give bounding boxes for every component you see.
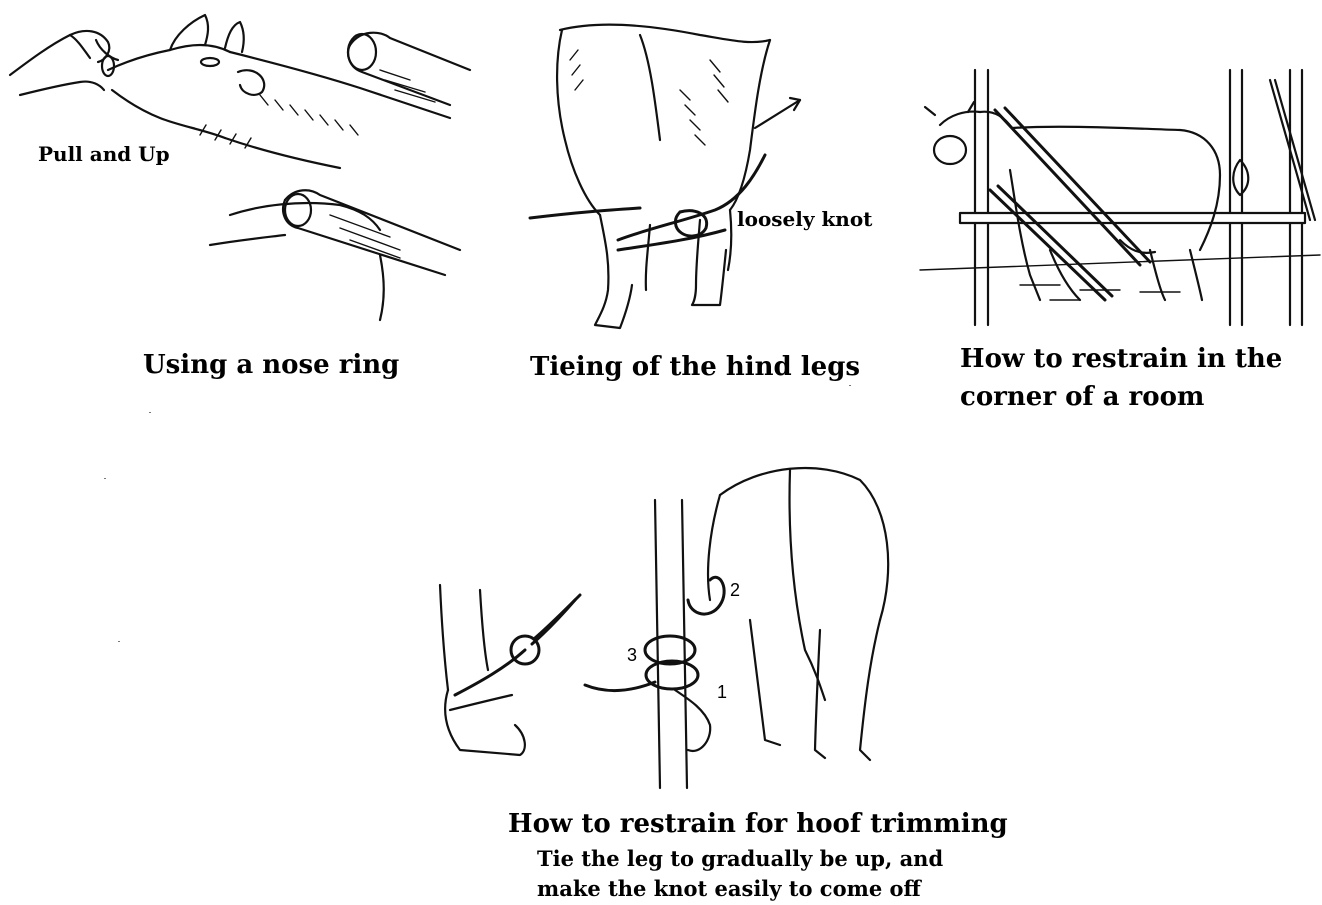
panel-hoof: 2 3 1 How to restrain for hoof trimming … xyxy=(420,450,1040,904)
nose-ring-label: Pull and Up xyxy=(38,142,170,166)
hoof-step-1: 1 xyxy=(717,682,727,703)
scan-dot xyxy=(104,478,106,479)
corner-illustration xyxy=(920,0,1320,330)
panel-nose-ring: Pull and Up Using a nose ring xyxy=(0,0,480,400)
scan-dot xyxy=(118,641,120,642)
corner-caption-line2: corner of a room xyxy=(960,378,1204,416)
scan-dot xyxy=(849,385,851,386)
hoof-subtitle-line2: make the knot easily to come off xyxy=(537,873,921,905)
panel-hind-legs: loosely knot Tieing of the hind legs xyxy=(500,0,920,400)
hind-legs-caption: Tieing of the hind legs xyxy=(530,348,860,386)
panel-corner: How to restrain in the corner of a room xyxy=(920,0,1320,420)
hoof-step-2: 2 xyxy=(730,580,740,601)
scan-dot xyxy=(149,412,151,413)
corner-caption-line1: How to restrain in the xyxy=(960,340,1282,378)
hoof-caption: How to restrain for hoof trimming xyxy=(508,805,1008,843)
nose-ring-caption: Using a nose ring xyxy=(143,346,399,384)
hoof-illustration xyxy=(420,450,1040,800)
hind-legs-label: loosely knot xyxy=(737,207,872,231)
hind-legs-illustration xyxy=(500,0,920,340)
hoof-subtitle-line1: Tie the leg to gradually be up, and xyxy=(537,843,943,875)
hoof-step-3: 3 xyxy=(627,645,637,666)
